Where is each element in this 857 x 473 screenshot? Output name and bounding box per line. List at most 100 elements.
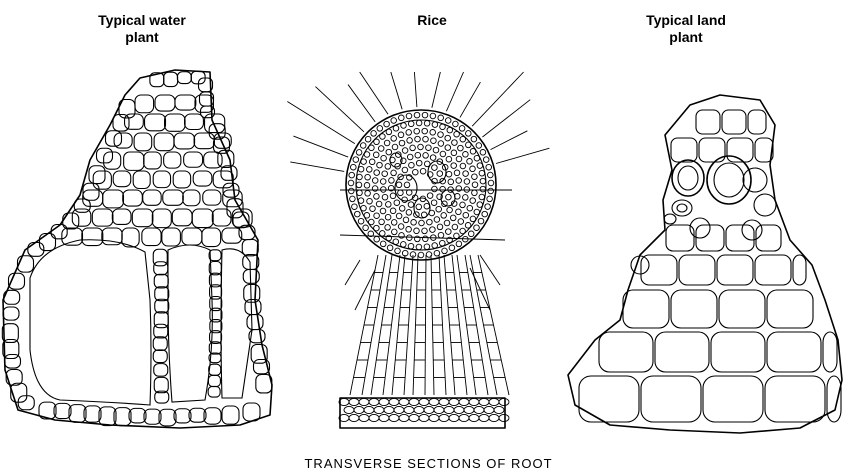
rice-stele-cell <box>470 149 476 155</box>
water-cell <box>51 225 67 239</box>
rice-stele-cell <box>459 126 465 132</box>
rice-stele-cell <box>395 248 401 254</box>
rice-epidermis-cell <box>499 414 509 421</box>
rice-stele-cell <box>445 135 451 141</box>
rice-stele-cell <box>367 198 373 204</box>
rice-epidermis-cell <box>359 414 369 421</box>
rice-epidermis-cell <box>444 406 454 413</box>
rice-radial-wall <box>490 131 527 150</box>
rice-stele-cell <box>441 213 447 219</box>
land-cortex-cell <box>671 290 717 328</box>
rice-stele-cell <box>418 252 424 258</box>
water-cell <box>222 406 239 424</box>
rice-stele-cell <box>390 193 396 199</box>
rice-radial-walls <box>287 72 549 310</box>
rice-stele-cell <box>468 231 474 237</box>
rice-epidermis-cell <box>459 414 469 421</box>
land-cortex-cell <box>641 376 701 422</box>
rice-stele-cell <box>438 232 444 238</box>
water-cell <box>155 287 169 301</box>
rice-stele-cell <box>464 187 470 193</box>
water-cell <box>185 114 204 130</box>
rice-stele-cell <box>394 200 400 206</box>
rice-stele-cell <box>402 197 408 203</box>
rice-epidermis-cell <box>474 406 484 413</box>
rice-stele-cell <box>380 134 386 140</box>
rice-stele-cell <box>438 141 444 147</box>
rice-radial-wall <box>345 260 360 285</box>
rice-stele-cell <box>427 219 433 225</box>
land-cortex-cell <box>696 110 720 134</box>
water-cell <box>208 386 220 397</box>
land-cortex-cell <box>755 255 791 285</box>
rice-stele-cell <box>422 128 428 134</box>
rice-epidermis-cell <box>489 414 499 421</box>
rice-stele-cell <box>463 171 469 177</box>
rice-epidermis-cell <box>414 406 424 413</box>
rice-radial-wall <box>480 255 500 285</box>
rice-epidermis-cell <box>429 398 439 405</box>
rice-stele-cell <box>478 218 484 224</box>
water-cell <box>163 190 184 205</box>
land-cortex-cell <box>765 376 825 422</box>
rice-stele-cell <box>433 147 439 153</box>
water-cell <box>89 166 105 184</box>
rice-epidermis-cell <box>469 414 479 421</box>
rice-epidermis-cell <box>399 398 409 405</box>
rice-epidermis-cell <box>404 406 414 413</box>
rice-stele-cell <box>431 138 437 144</box>
water-cell <box>103 190 124 208</box>
rice-stele-cell <box>413 169 419 175</box>
water-cell <box>242 240 258 256</box>
rice-stele-cell <box>357 174 363 180</box>
rice-stele-cell <box>369 145 375 151</box>
rice-epidermis-cell <box>449 398 459 405</box>
rice-stele-cell <box>488 180 494 186</box>
rice-stele-cell <box>407 154 413 160</box>
rice-epidermis-cell <box>394 406 404 413</box>
rice-stele-cell <box>384 121 390 127</box>
water-cell <box>40 234 56 251</box>
water-cell <box>194 133 214 149</box>
land-vessel <box>672 160 704 196</box>
water-cell <box>63 213 79 229</box>
land-cortex-cell <box>767 290 813 328</box>
rice-stele-cell <box>414 112 420 118</box>
land-cortex-cell <box>793 255 806 285</box>
rice-stele-cell <box>432 122 438 128</box>
rice-radial-wall <box>432 72 441 108</box>
rice-stele-cell <box>472 174 478 180</box>
rice-stele-cell <box>424 203 430 209</box>
rice-stele-cell <box>364 183 370 189</box>
rice-stele-cell <box>465 223 471 229</box>
land-cortex-cell <box>767 332 821 372</box>
water-cell <box>112 209 131 224</box>
rice-epidermis-cell <box>469 398 479 405</box>
rice-stele-cell <box>372 178 378 184</box>
rice-epidermis-cell <box>419 414 429 421</box>
water-cell <box>164 72 178 86</box>
rice-stele-cell <box>454 170 460 176</box>
rice-stele-cell <box>432 243 438 249</box>
rice-epidermis-cell <box>379 398 389 405</box>
land-cortex-cell <box>655 332 709 372</box>
water-cell <box>153 171 170 188</box>
water-cell <box>154 377 168 392</box>
rice-stele-cell <box>385 225 391 231</box>
rice-epidermis-cell <box>479 398 489 405</box>
rice-epidermis-cell <box>409 414 419 421</box>
rice-epidermis-cell <box>484 406 494 413</box>
rice-stele-cell <box>379 219 385 225</box>
land-cortex-cell <box>756 225 781 251</box>
water-cell <box>145 114 166 131</box>
rice-stele-cell <box>406 130 412 136</box>
rice-stele-cell <box>393 126 399 132</box>
rice-stele-cell <box>451 150 457 156</box>
rice-stele-cell <box>411 220 417 226</box>
rice-stele-cell <box>380 179 386 185</box>
rice-stele-cell <box>422 112 428 118</box>
rice-epidermis-cell <box>419 398 429 405</box>
rice-stele-cell <box>384 140 390 146</box>
rice-stele-cell <box>401 242 407 248</box>
